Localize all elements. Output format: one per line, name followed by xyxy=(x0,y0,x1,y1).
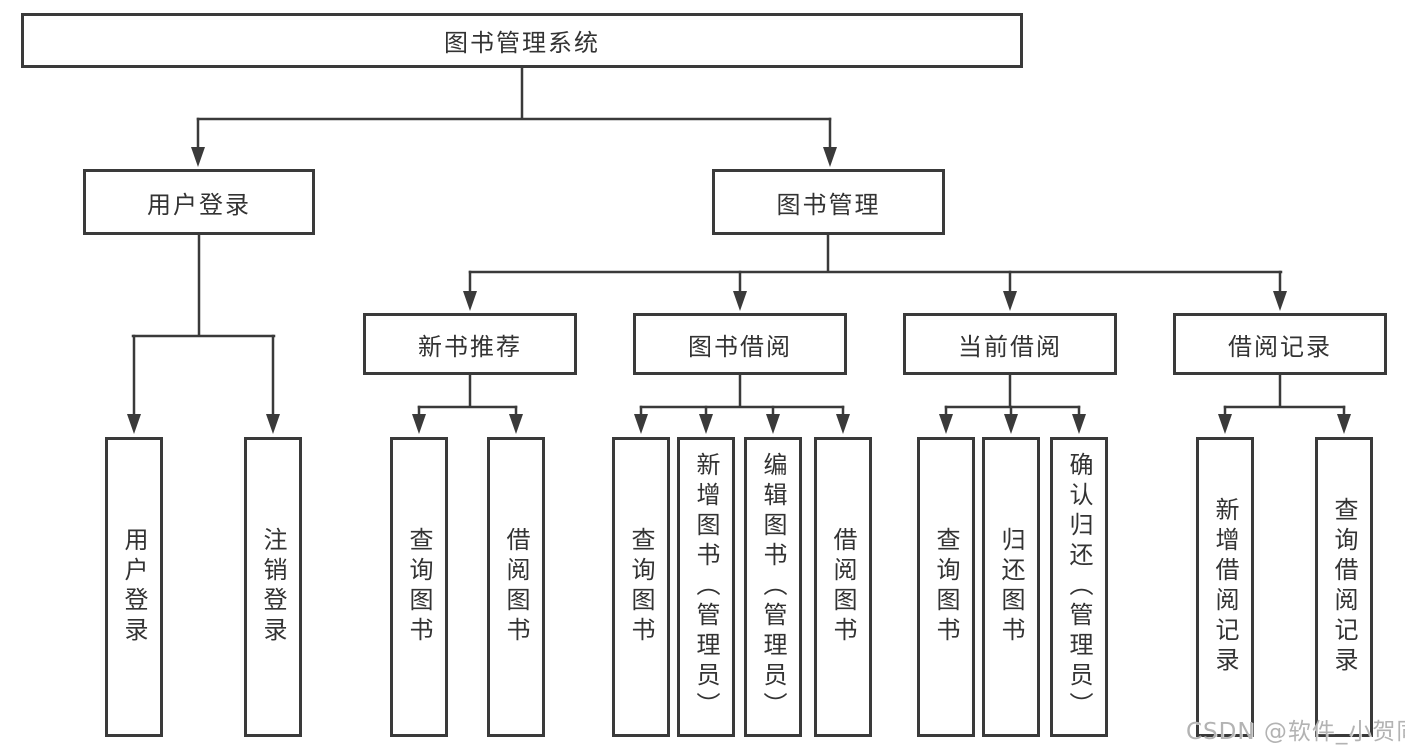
node-book-borrow-label: 图书借阅 xyxy=(688,332,792,361)
watermark-text: CSDN @软件_小贺同学 xyxy=(1186,719,1405,745)
node-logout-leaf-label: 注销登录 xyxy=(259,527,287,647)
node-edit-books-admin-label: 编辑图书（管理员） xyxy=(759,452,787,722)
node-borrow-books-leaf-label: 借阅图书 xyxy=(829,527,857,647)
node-confirm-return-admin: 确认归还（管理员） xyxy=(1050,437,1108,737)
node-query-books-recommend: 查询图书 xyxy=(390,437,448,737)
node-logout-leaf: 注销登录 xyxy=(244,437,302,737)
node-current-borrow: 当前借阅 xyxy=(903,313,1117,375)
node-query-books-borrow-label: 查询图书 xyxy=(627,527,655,647)
node-add-borrow-record: 新增借阅记录 xyxy=(1196,437,1254,737)
node-book-borrow: 图书借阅 xyxy=(633,313,847,375)
node-query-borrow-record-label: 查询借阅记录 xyxy=(1330,497,1358,677)
node-query-books-current: 查询图书 xyxy=(917,437,975,737)
node-borrow-records-label: 借阅记录 xyxy=(1228,332,1332,361)
node-edit-books-admin: 编辑图书（管理员） xyxy=(744,437,802,737)
node-new-book-recommend: 新书推荐 xyxy=(363,313,577,375)
watermark: CSDN @软件_小贺同学 xyxy=(1186,712,1405,746)
node-user-login-leaf-label: 用户登录 xyxy=(120,527,148,647)
node-add-books-admin-label: 新增图书（管理员） xyxy=(692,452,720,722)
node-query-borrow-record: 查询借阅记录 xyxy=(1315,437,1373,737)
node-confirm-return-admin-label: 确认归还（管理员） xyxy=(1065,452,1093,722)
node-add-borrow-record-label: 新增借阅记录 xyxy=(1211,497,1239,677)
node-query-books-borrow: 查询图书 xyxy=(612,437,670,737)
node-new-book-recommend-label: 新书推荐 xyxy=(418,332,522,361)
node-library-management-system-label: 图书管理系统 xyxy=(444,29,600,57)
node-return-books-label: 归还图书 xyxy=(997,527,1025,647)
node-borrow-books-recommend-label: 借阅图书 xyxy=(502,527,530,647)
node-query-books-recommend-label: 查询图书 xyxy=(405,527,433,647)
node-book-management-label: 图书管理 xyxy=(776,190,881,219)
node-query-books-current-label: 查询图书 xyxy=(932,527,960,647)
node-library-management-system: 图书管理系统 xyxy=(21,13,1023,68)
node-borrow-books-leaf: 借阅图书 xyxy=(814,437,872,737)
node-current-borrow-label: 当前借阅 xyxy=(958,332,1062,361)
node-add-books-admin: 新增图书（管理员） xyxy=(677,437,735,737)
node-borrow-records: 借阅记录 xyxy=(1173,313,1387,375)
node-user-login-label: 用户登录 xyxy=(147,190,251,219)
node-user-login: 用户登录 xyxy=(83,169,315,235)
node-user-login-leaf: 用户登录 xyxy=(105,437,163,737)
node-borrow-books-recommend: 借阅图书 xyxy=(487,437,545,737)
node-return-books: 归还图书 xyxy=(982,437,1040,737)
node-book-management: 图书管理 xyxy=(712,169,945,235)
